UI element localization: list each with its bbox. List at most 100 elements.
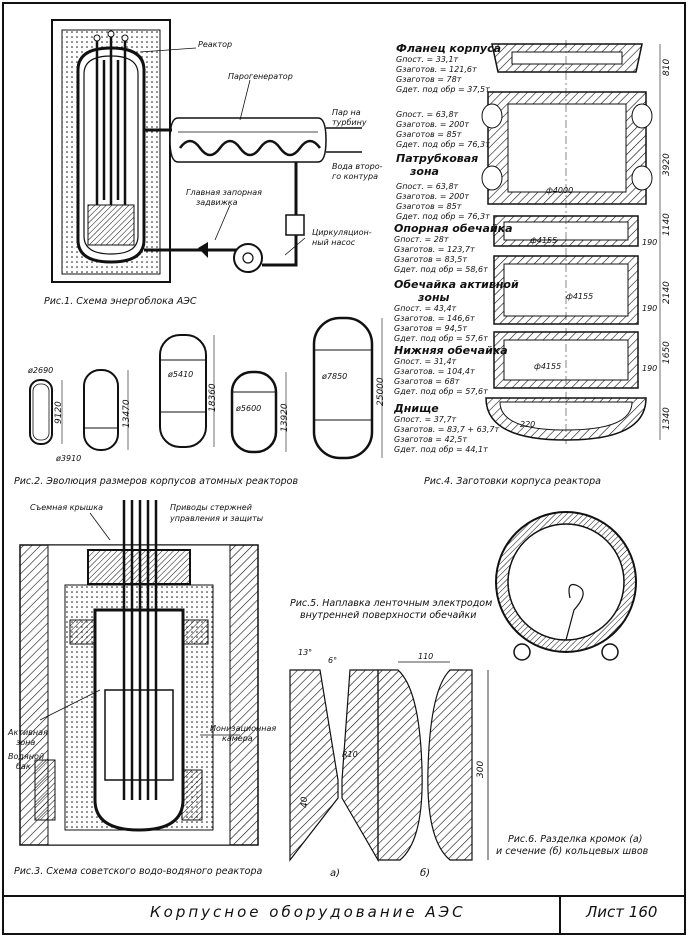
label-water-2: го контура — [332, 172, 378, 181]
fig5-caption-2: внутренней поверхности обечайки — [300, 610, 477, 621]
label-steam-generator: Парогенератор — [228, 72, 293, 81]
angle-13: 13° — [298, 648, 313, 657]
dim-wall-220: 220 — [520, 420, 536, 429]
dim-d4000: ф4000 — [546, 186, 574, 195]
fig4-section-flange: Фланец корпуса Gпост. = 33,1т Gзаготов. … — [396, 42, 501, 95]
section-line: Gпост. = 31,4т — [394, 357, 457, 366]
label-tank-2: бак — [16, 762, 31, 771]
dim-h13470: 13470 — [122, 399, 132, 428]
section-title: Нижняя обечайка — [394, 344, 508, 357]
section-line: Gзаготов = 78т — [396, 75, 462, 84]
dim-1140: 1140 — [662, 213, 672, 236]
fig2-caption: Рис.2. Эволюция размеров корпусов атомны… — [14, 476, 299, 487]
fig6-caption-1: Рис.6. Разделка кромок (а) — [508, 834, 643, 845]
angle-6: 6° — [328, 656, 338, 665]
section-line: Gзаготов = 83,5т — [394, 255, 467, 264]
section-line: Gдет. под обр = 58,6т — [394, 265, 488, 274]
dim-h13920: 13920 — [280, 403, 290, 432]
fig6-caption-2: и сечение (б) кольцевых швов — [496, 846, 649, 857]
section-title: зоны — [418, 291, 450, 304]
section-line: Gпост. = 63,8т — [396, 110, 459, 119]
fig4-section-support: Опорная обечайка Gпост. = 28т Gзаготов. … — [394, 222, 513, 275]
section-line: Gпост. = 37,7т — [394, 415, 457, 424]
section-line: Gзаготов = 85т — [396, 202, 462, 211]
label-steam-to-turbine-1: Пар на — [332, 108, 361, 117]
dim-d5410: ø5410 — [168, 370, 194, 379]
dim-wall-190-c: 190 — [642, 364, 658, 373]
dim-h25000: 25000 — [376, 377, 386, 406]
label-core-1: Активная — [8, 728, 48, 737]
dim-d4155-c: ф4155 — [534, 362, 562, 371]
section-line: Gдет. под обр = 76,3т — [396, 212, 490, 221]
section-line: Gзаготов. = 200т — [396, 120, 469, 129]
label-tank-1: Водяной — [8, 752, 45, 761]
label-valve-1: Главная запорная — [186, 188, 262, 197]
section-title: Опорная обечайка — [394, 222, 513, 235]
depth-300: 300 — [476, 760, 486, 778]
section-line: Gдет. под обр = 57,6т — [394, 334, 488, 343]
dim-1650: 1650 — [662, 341, 672, 364]
label-a: а) — [330, 868, 341, 879]
section-line: Gпост. = 28т — [394, 235, 449, 244]
fig3-vver-reactor — [19, 500, 259, 846]
section-line: Gпост. = 33,1т — [396, 55, 459, 64]
dim-d3910: ø3910 — [56, 454, 82, 463]
section-line: Gзаготов. = 83,7 + 63,7т — [394, 425, 500, 434]
fig1-plant-diagram — [51, 19, 362, 283]
label-water-1: Вода второ- — [332, 162, 383, 171]
section-title: Фланец корпуса — [396, 42, 502, 55]
section-line: Gзаготов = 42,5т — [394, 435, 467, 444]
dim-810: 810 — [662, 58, 672, 76]
label-cover: Съемная крышка — [30, 503, 103, 512]
fig4-section-nozzle-title: Патрубковая зона — [396, 152, 478, 178]
fig4-section-nozzle-b: Gпост. = 63,8т Gзаготов. = 200т Gзаготов… — [396, 182, 490, 222]
root-40: 40 — [300, 796, 310, 808]
label-valve-2: задвижка — [196, 198, 238, 207]
sheet-title: Корпусное оборудование АЭС — [150, 903, 466, 921]
section-line: Gзаготов. = 146,6т — [394, 314, 475, 323]
dim-h9120: 9120 — [54, 401, 64, 424]
dim-1340: 1340 — [662, 407, 672, 430]
section-line: Gдет. под обр = 44,1т — [394, 445, 488, 454]
fig6-edges — [289, 661, 489, 863]
section-line: Gпост. = 63,8т — [396, 182, 459, 191]
dim-wall-190-a: 190 — [642, 238, 658, 247]
radius-r10: R10 — [342, 750, 358, 759]
label-chamber-2: камера — [222, 734, 253, 743]
dim-d7850: ø7850 — [322, 372, 348, 381]
section-line: Gзаготов. = 200т — [396, 192, 469, 201]
dim-h18360: 18360 — [208, 383, 218, 412]
section-title: зона — [410, 165, 439, 178]
fig4-section-bottom: Днище Gпост. = 37,7т Gзаготов. = 83,7 + … — [394, 402, 499, 455]
section-title: Патрубковая — [396, 152, 479, 165]
fig4-shells — [481, 40, 661, 444]
dim-d4155-a: ф4155 — [530, 236, 558, 245]
dim-d2690: ø2690 — [28, 366, 54, 375]
section-line: Gпост. = 43,4т — [394, 304, 457, 313]
dim-d5600: ø5600 — [236, 404, 262, 413]
section-line: Gдет. под обр = 76,3т — [396, 140, 490, 149]
fig4-section-nozzle-a: Gпост. = 63,8т Gзаготов. = 200т Gзаготов… — [396, 110, 490, 150]
label-core-2: зона — [16, 738, 36, 747]
label-pump-2: ный насос — [312, 238, 356, 247]
section-line: Gзаготов = 94,5т — [394, 324, 467, 333]
section-title: Обечайка активной — [394, 278, 519, 291]
fig4-section-lower: Нижняя обечайка Gпост. = 31,4т Gзаготов.… — [394, 344, 508, 397]
label-chamber-1: Ионизационная — [210, 724, 277, 733]
label-drives-2: управления и защиты — [170, 514, 264, 523]
dim-d4155-b: ф4155 — [566, 292, 594, 301]
section-line: Gзаготов = 68т — [394, 377, 460, 386]
fig3-caption: Рис.3. Схема советского водо-водяного ре… — [14, 866, 263, 877]
fig5-ring — [495, 511, 637, 661]
section-line: Gзаготов. = 121,6т — [396, 65, 477, 74]
section-line: Gзаготов. = 123,7т — [394, 245, 475, 254]
fig5-caption-1: Рис.5. Наплавка ленточным электродом — [290, 598, 493, 609]
section-line: Gдет. под обр = 37,5т — [396, 85, 490, 94]
fig4-caption: Рис.4. Заготовки корпуса реактора — [424, 476, 601, 487]
dim-wall-190-b: 190 — [642, 304, 658, 313]
fig1-caption: Рис.1. Схема энергоблока АЭС — [44, 296, 197, 307]
section-line: Gзаготов = 85т — [396, 130, 462, 139]
label-drives-1: Приводы стержней — [170, 503, 252, 512]
